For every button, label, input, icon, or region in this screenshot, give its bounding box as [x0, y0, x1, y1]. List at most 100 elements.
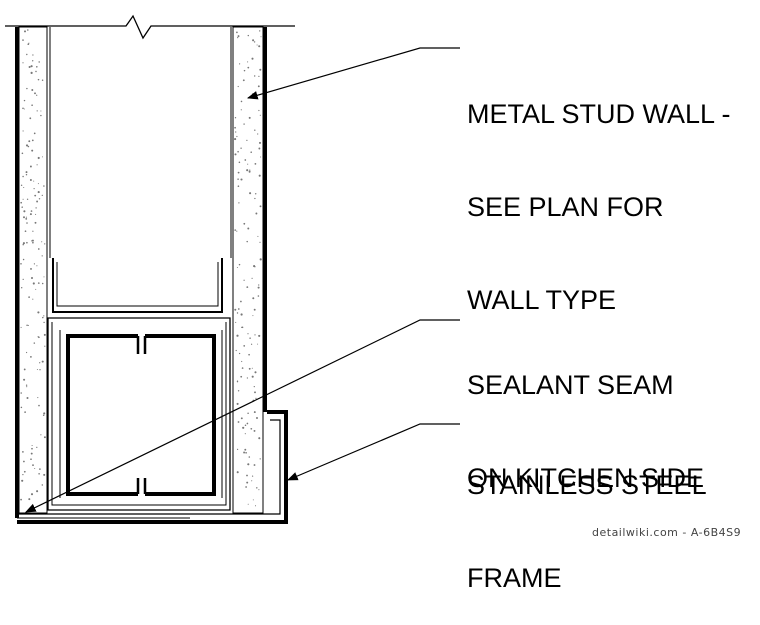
- stipple-dot: [236, 135, 238, 138]
- stipple-dot: [260, 36, 262, 38]
- stipple-dot: [253, 411, 256, 414]
- stipple-dot: [251, 277, 253, 279]
- stipple-dot: [22, 107, 24, 110]
- stipple-dot: [247, 163, 249, 165]
- stipple-dot: [247, 463, 250, 466]
- stipple-dot: [39, 468, 41, 470]
- stipple-dot: [243, 69, 246, 72]
- stipple-dot: [244, 433, 246, 435]
- stipple-dot: [240, 375, 243, 378]
- stipple-dot: [255, 212, 258, 215]
- stipple-dot: [41, 156, 44, 158]
- stipple-dot: [22, 242, 25, 245]
- stipple-dot: [251, 475, 254, 477]
- stipple-dot: [26, 324, 28, 327]
- stipple-dot: [252, 297, 255, 300]
- stipple-dot: [20, 498, 22, 501]
- stipple-dot: [43, 436, 46, 439]
- stipple-dot: [44, 243, 46, 245]
- stipple-dot: [26, 386, 28, 388]
- stipple-dot: [42, 414, 45, 417]
- stipple-dot: [250, 151, 252, 153]
- stipple-dot: [22, 198, 24, 200]
- stipple-dot: [257, 295, 260, 297]
- stipple-dot: [246, 422, 249, 425]
- stipple-dot: [36, 368, 38, 371]
- stipple-dot: [35, 207, 37, 209]
- stipple-dot: [251, 57, 254, 60]
- stipple-dot: [237, 85, 239, 88]
- stipple-dot: [252, 315, 254, 317]
- stipple-dot: [248, 456, 251, 458]
- stipple-dot: [240, 313, 243, 316]
- stipple-dot: [35, 213, 37, 215]
- stipple-dot: [251, 93, 255, 96]
- stipple-dot: [43, 315, 45, 317]
- stipple-dot: [237, 421, 240, 423]
- stipple-dot: [31, 149, 34, 152]
- stipple-dot: [36, 110, 38, 112]
- stipple-dot: [23, 186, 25, 189]
- stipple-dot: [33, 342, 36, 344]
- stipple-dot: [249, 169, 251, 171]
- stipple-dot: [250, 343, 253, 345]
- stipple-dot: [37, 248, 40, 250]
- stipple-dot: [240, 109, 242, 111]
- stipple-dot: [241, 360, 243, 363]
- steel-frame-lips: [136, 336, 147, 494]
- stipple-dot: [246, 286, 249, 289]
- stipple-dot: [260, 156, 262, 158]
- stipple-dot: [36, 490, 39, 493]
- stipple-dot: [20, 392, 22, 394]
- stipple-dot: [259, 458, 261, 460]
- stipple-dot: [23, 368, 26, 371]
- stipple-dot: [30, 356, 32, 358]
- stipple-dot: [41, 484, 44, 486]
- stipple-dot: [28, 65, 31, 69]
- stipple-dot: [25, 384, 28, 386]
- stipple-dot: [259, 258, 262, 261]
- stipple-dot: [32, 282, 35, 285]
- stipple-dot: [254, 391, 256, 394]
- stud-track: [52, 258, 223, 313]
- stipple-dot: [42, 316, 44, 319]
- stipple-dot: [29, 213, 32, 216]
- callout-wall-line-2: SEE PLAN FOR: [467, 192, 664, 222]
- stipple-dot: [30, 210, 33, 212]
- stipple-dot: [241, 326, 243, 328]
- stipple-dot: [22, 278, 24, 281]
- stipple-dot: [41, 79, 44, 82]
- stipple-dot: [31, 104, 33, 106]
- stipple-dot: [237, 185, 240, 187]
- stipple-dot: [257, 286, 260, 289]
- stipple-dot: [236, 334, 239, 337]
- stipple-dot: [237, 171, 240, 174]
- stipple-dot: [41, 282, 44, 285]
- stipple-dot: [43, 276, 45, 278]
- stipple-dot: [22, 62, 24, 64]
- stipple-dot: [236, 230, 238, 232]
- stipple-dot: [241, 367, 244, 369]
- stipple-dot: [26, 222, 28, 224]
- stipple-dot: [257, 235, 259, 237]
- stipple-dot: [246, 169, 249, 172]
- stipple-dot: [41, 360, 44, 363]
- stipple-dot: [27, 43, 30, 46]
- stipple-dot: [23, 378, 26, 381]
- leader-sealant: [25, 319, 460, 513]
- stipple-dot: [245, 451, 247, 454]
- stipple-dot: [240, 417, 243, 420]
- stipple-dot: [258, 75, 260, 78]
- stipple-dot: [246, 139, 248, 142]
- stipple-dot: [26, 396, 29, 400]
- stipple-dot: [238, 161, 241, 164]
- stipple-dot: [32, 241, 34, 244]
- stipple-dot: [35, 70, 37, 73]
- stipple-dot: [236, 31, 238, 34]
- stipple-dot: [33, 263, 36, 265]
- callout-frame-line-2: FRAME: [467, 563, 562, 593]
- stipple-dot: [29, 117, 32, 120]
- stipple-dot: [29, 165, 32, 168]
- stipple-dot: [23, 99, 26, 102]
- stipple-dot: [235, 131, 237, 133]
